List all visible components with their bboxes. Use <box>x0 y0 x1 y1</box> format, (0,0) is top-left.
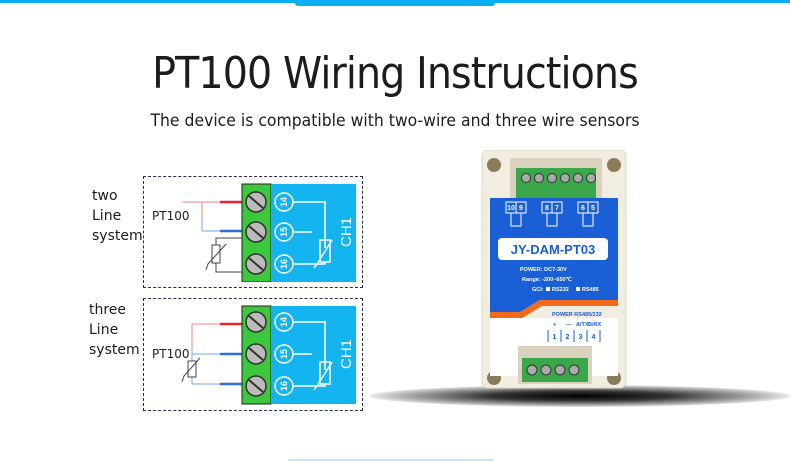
channel-label: CH1 <box>338 217 355 247</box>
terminal-number: 15 <box>279 349 289 359</box>
terminal-number: 4 <box>592 334 596 341</box>
gci-option: RS485 <box>582 287 599 293</box>
screw-icon <box>521 173 531 183</box>
page-subtitle: The device is compatible with two-wire a… <box>150 111 640 131</box>
screw-icon <box>547 173 557 183</box>
label-line: system <box>89 342 140 358</box>
signal-label: + <box>553 322 556 328</box>
terminal-number: 8 <box>545 205 549 212</box>
screw-icon <box>554 364 566 376</box>
range-spec: Range: -200~650℃ <box>522 276 573 283</box>
channel-label: CH1 <box>338 339 355 369</box>
model-name: JY-DAM-PT03 <box>511 242 596 257</box>
resistor-icon <box>211 244 221 264</box>
three-wire-label: three Line system <box>89 300 140 360</box>
device-image: 10 9 8 7 6 5 JY-DAM-PT03 POWER: DC7-30V … <box>481 150 627 389</box>
label-line: system <box>92 228 143 244</box>
sensor-label: PT100 <box>152 347 190 361</box>
screw-icon <box>573 173 583 183</box>
top-terminal-block <box>516 168 596 198</box>
terminal-number: 16 <box>279 259 289 269</box>
signal-label: A/TX <box>576 322 589 328</box>
screw-icon <box>568 364 580 376</box>
terminal-number: 1 <box>553 334 557 341</box>
top-accent-tab <box>295 0 495 6</box>
label-line: three <box>89 302 127 318</box>
screw-icon <box>245 253 267 275</box>
screw-icon <box>526 364 538 376</box>
label-line: Line <box>89 322 119 338</box>
three-wire-frame <box>143 298 363 411</box>
terminal-number: 10 <box>507 205 515 212</box>
signal-label: B/RX <box>588 322 601 328</box>
screw-icon <box>245 375 267 397</box>
screw-icon <box>534 173 544 183</box>
screw-icon <box>560 173 570 183</box>
terminal-number: 16 <box>279 381 289 391</box>
terminal-number: 14 <box>279 317 289 327</box>
screw-icon <box>245 221 267 243</box>
three-wire-diagram: 14 15 16 CH1 <box>181 305 356 405</box>
mount-hole <box>487 158 501 172</box>
label-line: Line <box>92 208 122 224</box>
two-wire-label: two Line system <box>92 186 143 246</box>
bottom-accent-line <box>288 459 493 461</box>
screw-icon <box>540 364 552 376</box>
screw-icon <box>245 343 267 365</box>
terminal-number: 14 <box>279 197 289 207</box>
gci-option: RS232 <box>552 287 569 293</box>
screw-icon <box>245 191 267 213</box>
gci-label: GCI: <box>532 287 544 293</box>
terminal-number: 9 <box>519 205 523 212</box>
label-line: two <box>92 188 118 204</box>
terminal-number: 2 <box>566 334 570 341</box>
two-wire-diagram: 14 15 16 CH1 <box>182 183 356 282</box>
screw-icon <box>245 311 267 333</box>
terminal-number: 7 <box>555 205 559 212</box>
mount-hole <box>607 158 621 172</box>
terminal-number: 6 <box>581 205 585 212</box>
resistor-icon <box>187 360 197 378</box>
model-badge <box>498 238 608 260</box>
terminal-number: 3 <box>579 334 583 341</box>
signal-label: — <box>566 322 572 328</box>
terminal-number: 15 <box>279 227 289 237</box>
screw-icon <box>586 173 596 183</box>
power-spec: POWER: DC7-30V <box>520 267 567 273</box>
terminal-number: 5 <box>591 205 595 212</box>
two-wire-frame <box>143 176 363 288</box>
sensor-label: PT100 <box>152 209 190 223</box>
device-shadow <box>370 385 790 407</box>
page-title: PT100 Wiring Instructions <box>152 48 639 99</box>
bottom-header: POWER RS485/232 <box>552 312 602 318</box>
channel-panel <box>271 184 356 282</box>
